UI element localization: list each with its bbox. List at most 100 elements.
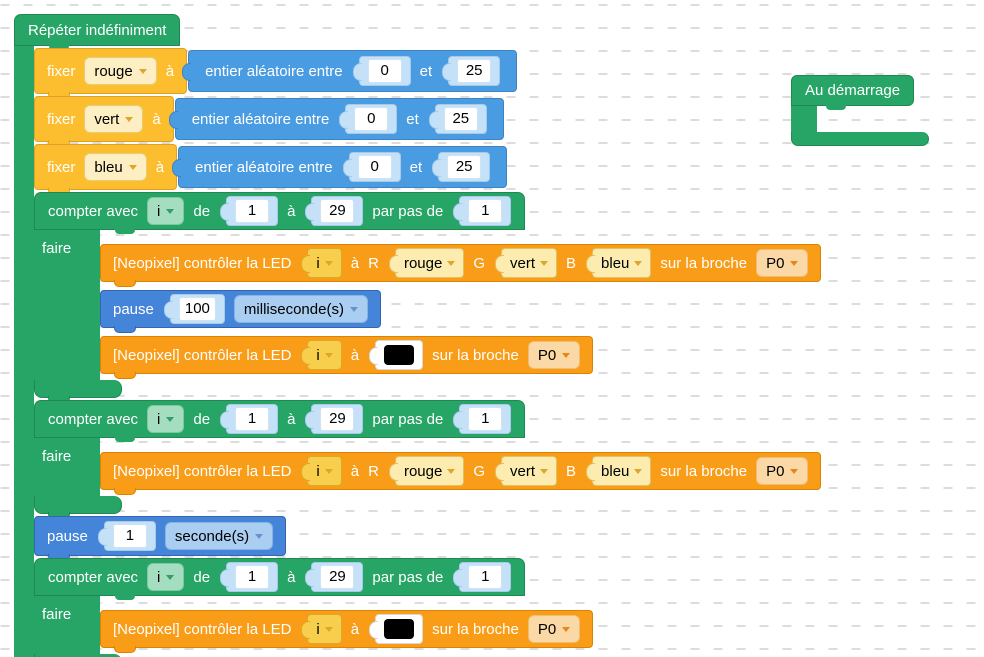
step-label: par pas de — [372, 410, 444, 428]
color-swatch-black[interactable] — [384, 345, 415, 365]
pause-number-field[interactable]: 100 — [178, 297, 216, 321]
number-shadow-step[interactable]: 1 — [453, 404, 512, 434]
variable-dropdown-vert[interactable]: vert — [84, 105, 144, 133]
number-shadow-to[interactable]: 29 — [305, 404, 364, 434]
count-loop-block[interactable]: compter avec i de 1 à 29 par — [34, 400, 822, 519]
time-unit-dropdown[interactable]: milliseconde(s) — [233, 295, 368, 323]
loop-variable-dropdown[interactable]: i — [147, 563, 185, 591]
color-swatch-black[interactable] — [384, 619, 415, 639]
number-field-to[interactable]: 29 — [320, 199, 355, 223]
pause-number-field[interactable]: 1 — [112, 524, 147, 548]
random-int-block[interactable]: entier aléatoire entre 0 et 25 — [182, 50, 518, 92]
number-shadow-from[interactable]: 1 — [220, 404, 279, 434]
color-shadow[interactable] — [369, 340, 424, 370]
variable-dropdown-bleu[interactable]: bleu — [84, 153, 147, 181]
number-shadow-min[interactable]: 0 — [342, 152, 401, 182]
number-field-to[interactable]: 29 — [320, 565, 355, 589]
led-variable-shadow[interactable]: i — [301, 456, 342, 486]
number-shadow-step[interactable]: 1 — [453, 562, 512, 592]
number-field-to[interactable]: 29 — [320, 407, 355, 431]
set-variable-block[interactable]: fixer rouge à entier aléatoire entre 0 e… — [34, 48, 518, 99]
number-shadow-min[interactable]: 0 — [339, 104, 398, 134]
b-variable-shadow[interactable]: bleu — [585, 456, 652, 486]
repeat-forever-header[interactable]: Répéter indéfiniment — [14, 14, 181, 46]
time-unit-dropdown[interactable]: seconde(s) — [164, 522, 274, 550]
at-label: à — [350, 620, 360, 638]
loop-variable-dropdown[interactable]: i — [147, 197, 185, 225]
loop-variable-dropdown[interactable]: i — [147, 405, 185, 433]
r-variable-shadow[interactable]: rouge — [388, 456, 465, 486]
on-start-block[interactable]: Au démarrage — [791, 75, 929, 146]
pause-label: pause — [47, 527, 88, 545]
number-field-min[interactable]: 0 — [367, 59, 402, 83]
pause-number-shadow[interactable]: 100 — [163, 294, 225, 324]
count-loop-foot[interactable] — [34, 380, 122, 403]
number-shadow-to[interactable]: 29 — [305, 196, 364, 226]
pin-dropdown[interactable]: P0 — [756, 249, 809, 277]
pin-dropdown[interactable]: P0 — [527, 615, 581, 643]
count-loop-header[interactable]: compter avec i de 1 à 29 par — [34, 400, 526, 438]
set-label: fixer — [47, 158, 76, 176]
at-label: à — [350, 462, 360, 480]
repeat-forever-block[interactable]: Répéter indéfiniment fixer rouge à entie… — [14, 14, 822, 657]
number-field-from[interactable]: 1 — [235, 199, 270, 223]
repeat-forever-label: Répéter indéfiniment — [28, 21, 167, 39]
pause-block[interactable]: pause 1 seconde(s) — [34, 516, 287, 561]
neopixel-rgb-block[interactable]: [Neopixel] contrôler la LED i à R rouge — [100, 244, 822, 287]
r-variable-shadow[interactable]: rouge — [388, 248, 465, 278]
count-loop-foot[interactable] — [34, 496, 122, 519]
led-variable-shadow[interactable]: i — [301, 248, 342, 278]
count-loop-block[interactable]: compter avec i de 1 à 29 par — [34, 192, 822, 403]
random-int-block[interactable]: entier aléatoire entre 0 et 25 — [172, 146, 508, 188]
number-field-from[interactable]: 1 — [235, 565, 270, 589]
pause-block[interactable]: pause 100 milliseconde(s) — [100, 290, 381, 333]
number-shadow-max[interactable]: 25 — [432, 152, 491, 182]
variable-dropdown-rouge[interactable]: rouge — [84, 57, 157, 85]
b-variable-shadow[interactable]: bleu — [585, 248, 652, 278]
pin-dropdown[interactable]: P0 — [756, 457, 809, 485]
on-start-foot[interactable] — [791, 132, 929, 146]
number-shadow-min[interactable]: 0 — [352, 56, 411, 86]
set-variable-bleu[interactable]: fixer bleu à — [34, 144, 178, 195]
neopixel-color-block[interactable]: [Neopixel] contrôler la LED i à sur la b… — [100, 610, 594, 653]
number-field-max[interactable]: 25 — [457, 59, 492, 83]
number-field-max[interactable]: 25 — [447, 155, 482, 179]
led-variable-shadow[interactable]: i — [301, 614, 342, 644]
set-variable-rouge[interactable]: fixer rouge à — [34, 48, 188, 99]
dropdown-arrow-icon — [447, 468, 456, 474]
number-shadow-step[interactable]: 1 — [453, 196, 512, 226]
led-variable-shadow[interactable]: i — [301, 340, 342, 370]
neopixel-color-block[interactable]: [Neopixel] contrôler la LED i à sur la b… — [100, 336, 594, 379]
number-field-min[interactable]: 0 — [357, 155, 392, 179]
number-shadow-to[interactable]: 29 — [305, 562, 364, 592]
number-field-step[interactable]: 1 — [468, 199, 503, 223]
number-field-max[interactable]: 25 — [443, 107, 478, 131]
random-int-block[interactable]: entier aléatoire entre 0 et 25 — [168, 98, 504, 140]
g-variable-shadow[interactable]: vert — [494, 456, 558, 486]
on-start-header[interactable]: Au démarrage — [791, 75, 915, 106]
number-shadow-from[interactable]: 1 — [220, 562, 279, 592]
count-loop-header[interactable]: compter avec i de 1 à 29 par — [34, 192, 526, 230]
set-variable-block[interactable]: fixer vert à entier aléatoire entre 0 et — [34, 96, 504, 147]
pin-dropdown[interactable]: P0 — [527, 341, 581, 369]
g-variable-shadow[interactable]: vert — [494, 248, 558, 278]
number-shadow-max[interactable]: 25 — [428, 104, 487, 134]
pause-number-shadow[interactable]: 1 — [97, 521, 156, 551]
number-field-step[interactable]: 1 — [468, 407, 503, 431]
dropdown-arrow-icon — [324, 626, 333, 632]
number-shadow-from[interactable]: 1 — [220, 196, 279, 226]
number-shadow-max[interactable]: 25 — [442, 56, 501, 86]
count-loop-block[interactable]: compter avec i de 1 à 29 par — [34, 558, 594, 657]
number-field-min[interactable]: 0 — [354, 107, 389, 131]
dropdown-arrow-icon — [562, 352, 571, 358]
at-label: à — [350, 346, 360, 364]
neopixel-rgb-block[interactable]: [Neopixel] contrôler la LED i à R rouge — [100, 452, 822, 495]
color-shadow[interactable] — [369, 614, 424, 644]
set-variable-vert[interactable]: fixer vert à — [34, 96, 174, 147]
number-field-from[interactable]: 1 — [235, 407, 270, 431]
count-loop-header[interactable]: compter avec i de 1 à 29 par — [34, 558, 526, 596]
number-field-step[interactable]: 1 — [468, 565, 503, 589]
on-start-label: Au démarrage — [805, 82, 901, 99]
set-variable-block[interactable]: fixer bleu à entier aléatoire entre 0 et — [34, 144, 508, 195]
